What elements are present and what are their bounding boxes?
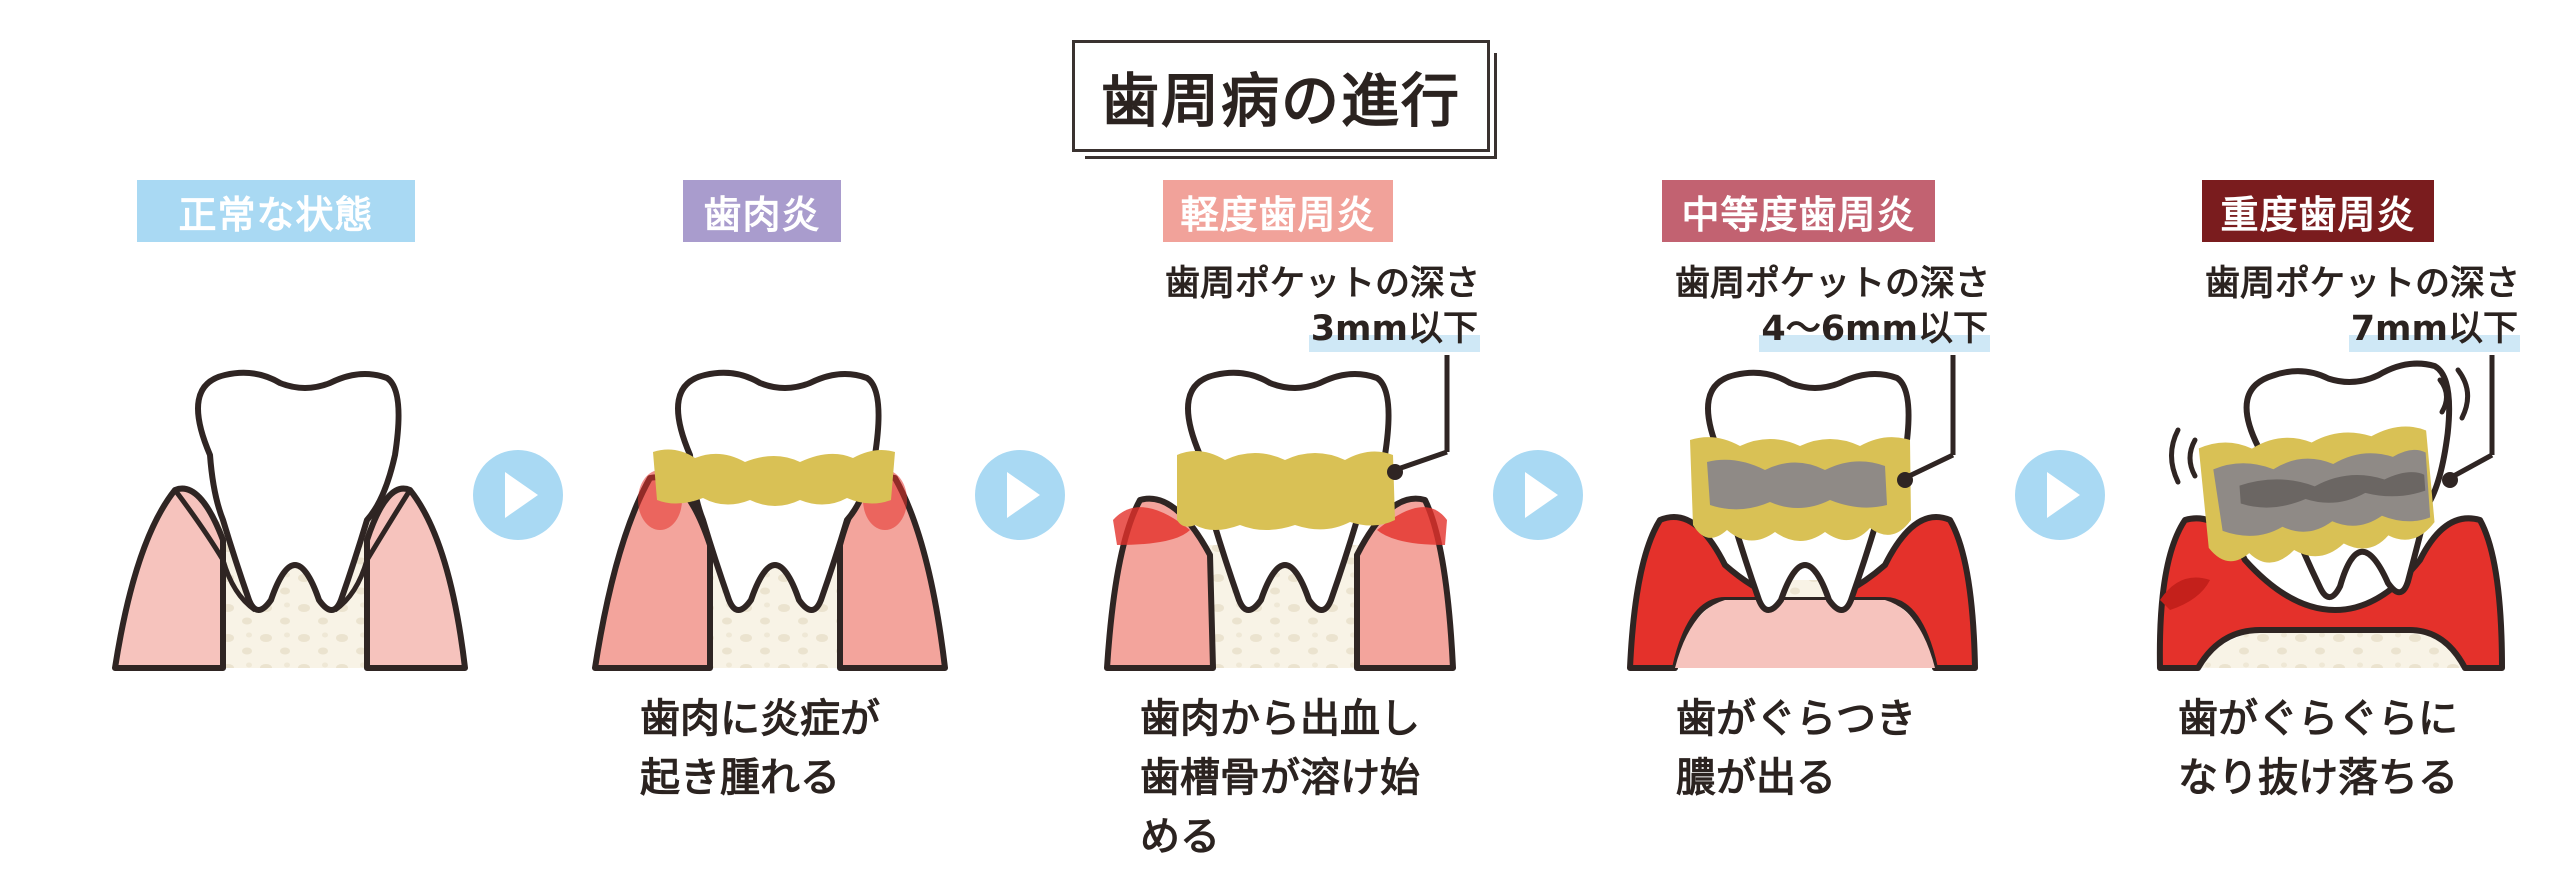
stage-label-moderate: 中等度歯周炎 xyxy=(1662,180,1935,242)
gum-inflamed xyxy=(2156,515,2505,671)
tooth-moderate xyxy=(1627,355,1978,671)
pocket-depth-value: 3mm以下 xyxy=(1308,307,1480,352)
stage-label-severe: 重度歯周炎 xyxy=(2202,180,2434,242)
pocket-depth-value: 7mm以下 xyxy=(2348,307,2520,352)
stage-label-normal: 正常な状態 xyxy=(137,180,415,242)
stage-label-gingivitis: 歯肉炎 xyxy=(683,180,841,242)
tooth-severe xyxy=(2156,355,2505,671)
gum xyxy=(172,488,257,613)
gum xyxy=(364,485,468,671)
pocket-depth-severe: 歯周ポケットの深さ 7mm以下 xyxy=(2150,262,2520,352)
description-line: なり抜け落ちる xyxy=(2178,755,2458,801)
pocket-depth-mild: 歯周ポケットの深さ 3mm以下 xyxy=(1120,262,1480,352)
description-line: 歯肉から出血し xyxy=(1140,696,1420,742)
crown xyxy=(195,369,402,613)
description-line: 起き腫れる xyxy=(640,755,840,801)
description-line: める xyxy=(1140,814,1220,860)
tartar xyxy=(1177,451,1395,530)
arrow-icon xyxy=(1493,450,1583,540)
description-line: 歯がぐらつき xyxy=(1676,696,1916,742)
pocket-depth-label: 歯周ポケットの深さ xyxy=(1164,264,1480,304)
gum xyxy=(333,488,413,613)
description-line: 歯肉に炎症が xyxy=(640,696,880,742)
description-severe: 歯がぐらぐらに なり抜け落ちる xyxy=(2178,690,2458,808)
gum-inflamed xyxy=(1627,514,1978,671)
description-moderate: 歯がぐらつき 膿が出る xyxy=(1676,690,1916,808)
stage-label-mild: 軽度歯周炎 xyxy=(1163,180,1393,242)
tartar xyxy=(653,449,895,506)
plaque xyxy=(1707,459,1887,510)
pocket-depth-label: 歯周ポケットの深さ xyxy=(1674,264,1990,304)
bone xyxy=(2190,630,2475,668)
description-line: 膿が出る xyxy=(1676,755,1836,801)
description-line: 歯槽骨が溶け始 xyxy=(1140,755,1420,801)
pocket-depth-label: 歯周ポケットの深さ xyxy=(2204,264,2520,304)
description-mild: 歯肉から出血し 歯槽骨が溶け始 める xyxy=(1140,690,1420,867)
gum xyxy=(112,485,226,671)
description-gingivitis: 歯肉に炎症が 起き腫れる xyxy=(640,690,880,808)
description-line: 歯がぐらぐらに xyxy=(2178,696,2458,742)
tooth-mild xyxy=(1104,355,1456,671)
tooth-gingivitis xyxy=(592,369,948,671)
arrow-icon xyxy=(473,450,563,540)
pocket-depth-moderate: 歯周ポケットの深さ 4〜6mm以下 xyxy=(1620,262,1990,352)
tooth-normal xyxy=(112,369,468,671)
pocket-depth-value: 4〜6mm以下 xyxy=(1759,307,1990,352)
arrow-icon xyxy=(2015,450,2105,540)
page-title: 歯周病の進行 xyxy=(1072,40,1497,159)
arrow-icon xyxy=(975,450,1065,540)
